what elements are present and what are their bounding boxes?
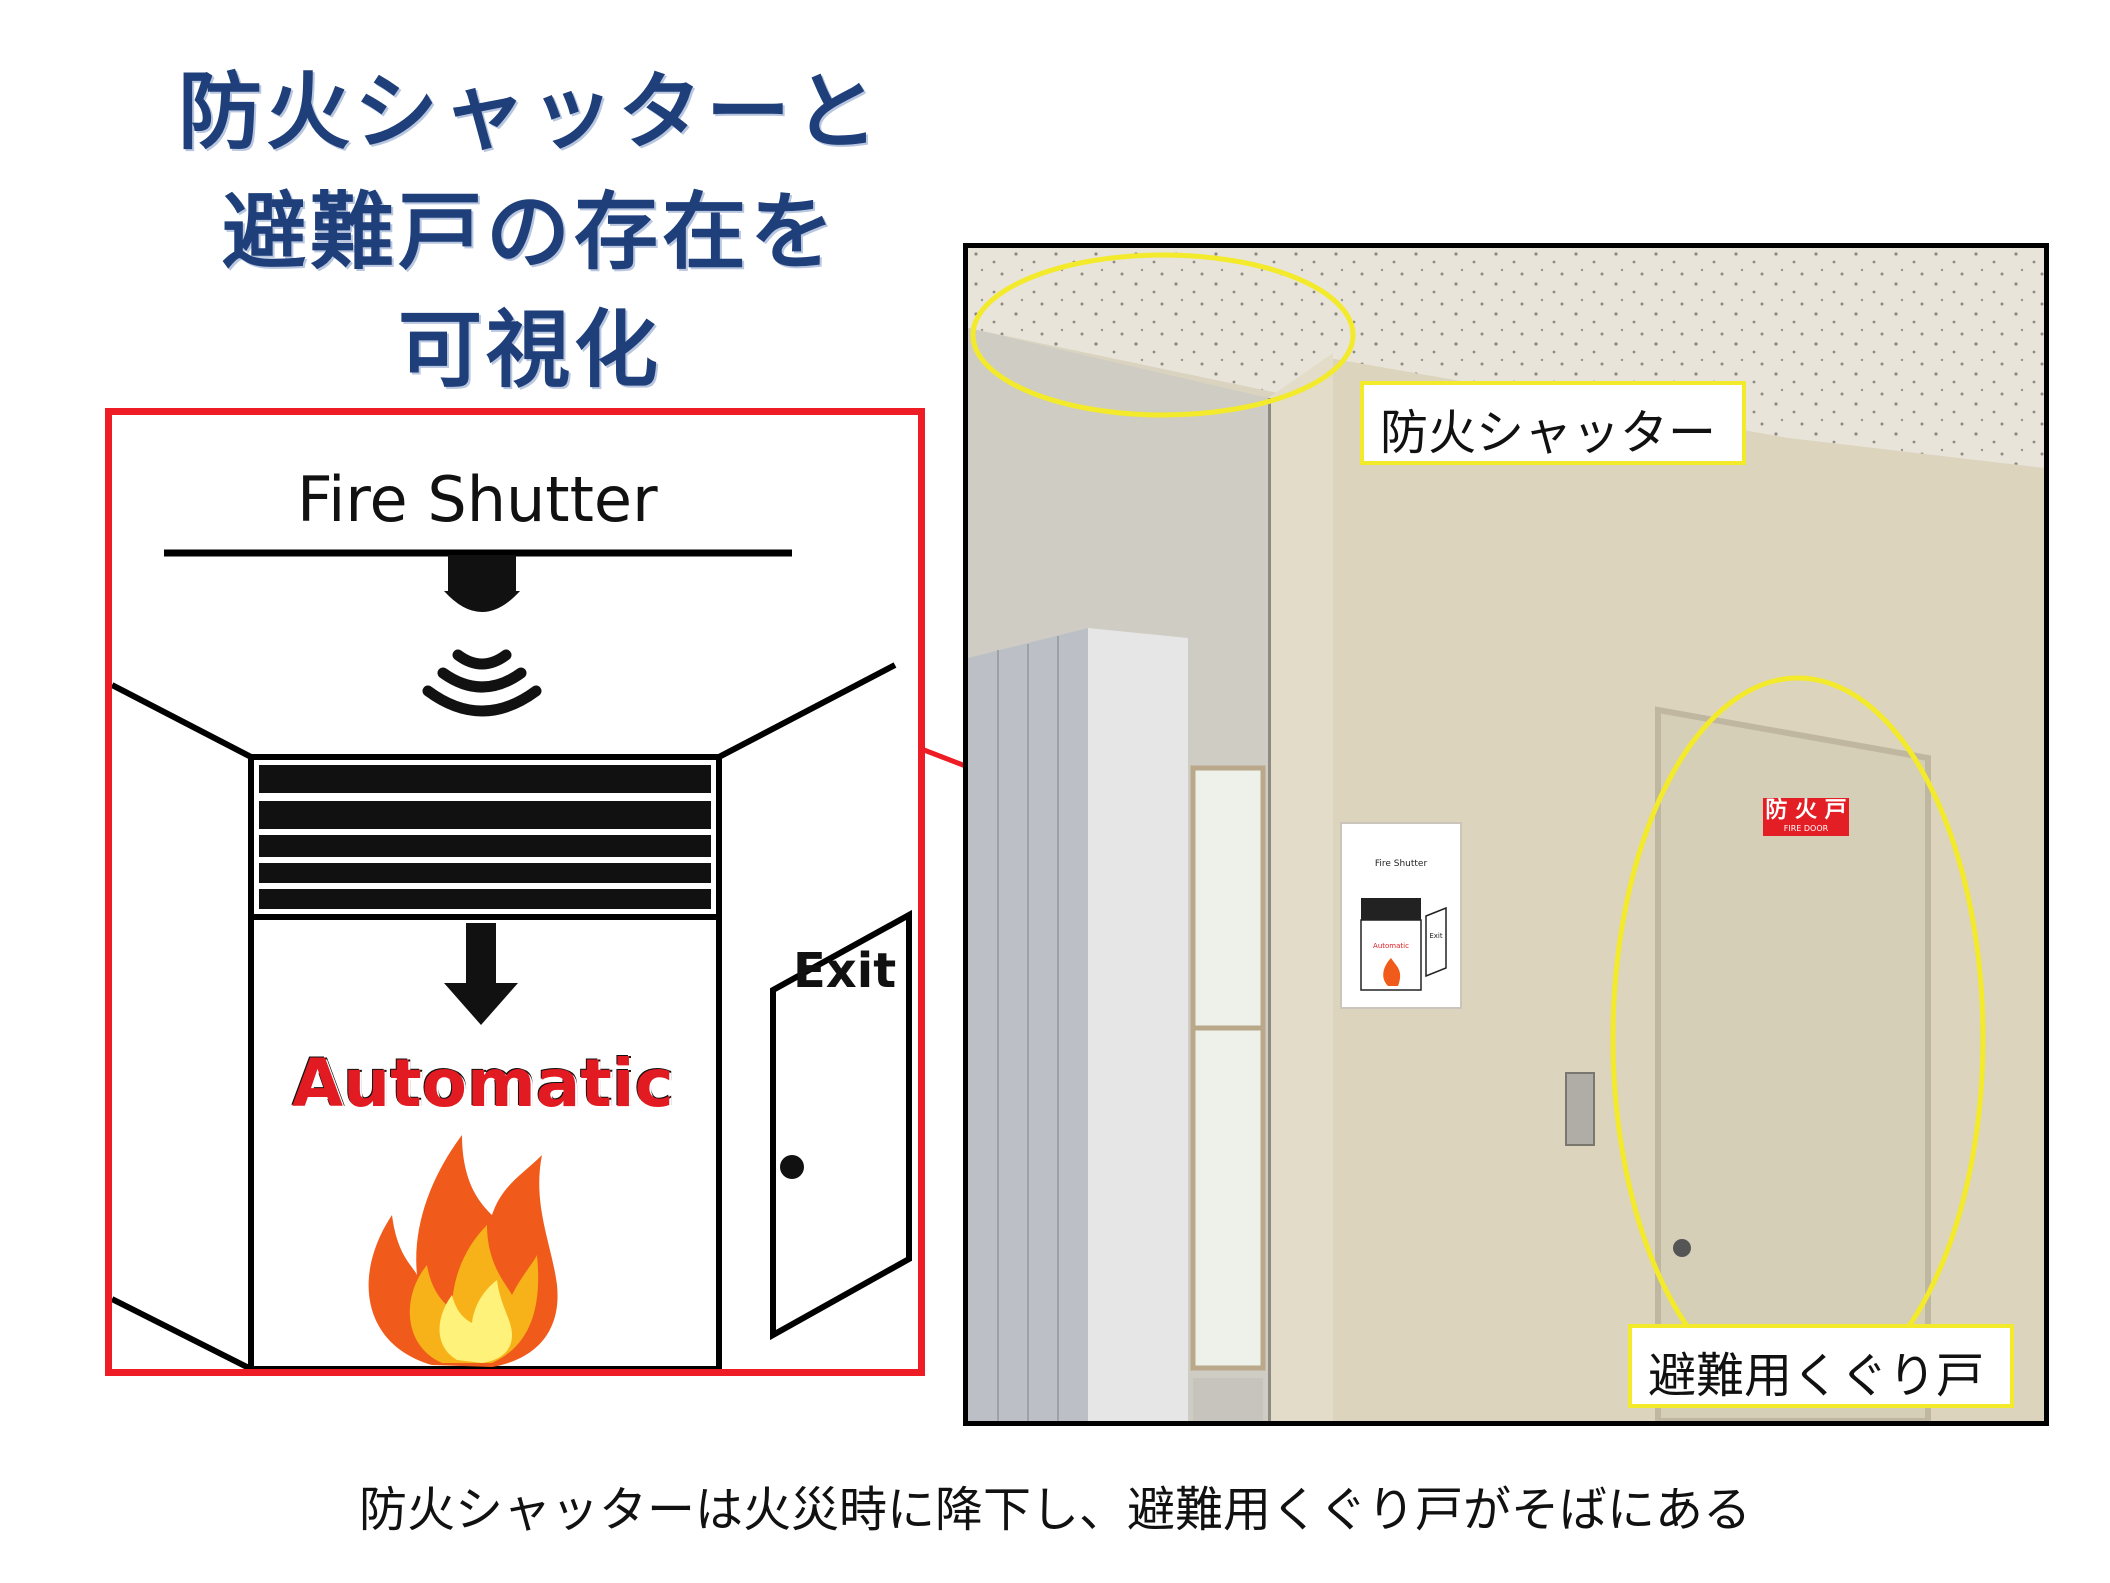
- locker-lines: [997, 636, 1059, 1421]
- floor: [1193, 1378, 1263, 1421]
- fire-door-sign-subtext: FIRE DOOR: [1783, 824, 1829, 833]
- door-callout: 避難用くぐり戸: [1628, 1324, 2014, 1408]
- ceiling: [968, 248, 2044, 468]
- poster-shutter: [1361, 898, 1421, 920]
- light-switch: [1565, 1072, 1595, 1146]
- hallway-photo: Fire Shutter Automatic Exit 防 火 戸 FIRE D…: [963, 243, 2049, 1426]
- hallway-illustration: Fire Shutter Automatic Exit: [968, 248, 2044, 1421]
- poster-flame-icon: [1383, 958, 1401, 986]
- sensor-dome: [444, 591, 520, 612]
- page-title-line-3: 可視化: [397, 301, 662, 399]
- automatic-label: Automatic: [292, 1045, 674, 1122]
- page-title-line-1: 防火シャッターと: [177, 63, 882, 161]
- poster-title: Fire Shutter: [1375, 859, 1428, 869]
- flame-icon: [368, 1135, 558, 1367]
- door-knob: [780, 1155, 804, 1179]
- left-wall: [112, 682, 254, 1369]
- left-wall-floor: [112, 1296, 253, 1369]
- shutter-callout: 防火シャッター: [1360, 381, 1746, 465]
- poster-exit: Exit: [1429, 932, 1443, 940]
- poster-automatic: Automatic: [1373, 942, 1409, 950]
- diagram-illustration: [112, 549, 912, 1369]
- down-arrow-icon: [444, 923, 518, 1025]
- window: [1190, 765, 1266, 1371]
- exit-label: Exit: [793, 943, 897, 999]
- fire-door: [1655, 706, 1931, 1421]
- caption: 防火シャッターは火災時に降下し、避難用くぐり戸がそばにある: [358, 1482, 1751, 1538]
- fire-shutter-diagram: Fire Shutter Exit Automatic: [105, 408, 925, 1376]
- shutter-slats: [259, 765, 711, 909]
- door-handle: [1673, 1239, 1691, 1257]
- signal-icon: [422, 649, 542, 717]
- shutter-highlight: [970, 252, 1356, 418]
- fire-door-sign: 防 火 戸 FIRE DOOR: [1763, 798, 1849, 836]
- fire-shutter-label: Fire Shutter: [297, 463, 658, 536]
- exit-door: [770, 909, 912, 1341]
- fire-door-sign-text: 防 火 戸: [1765, 798, 1847, 823]
- sensor-body: [448, 555, 516, 591]
- page-title-line-2: 避難戸の存在を: [221, 183, 838, 281]
- pillar: [1088, 628, 1188, 1421]
- wall-edge: [1268, 353, 1333, 1421]
